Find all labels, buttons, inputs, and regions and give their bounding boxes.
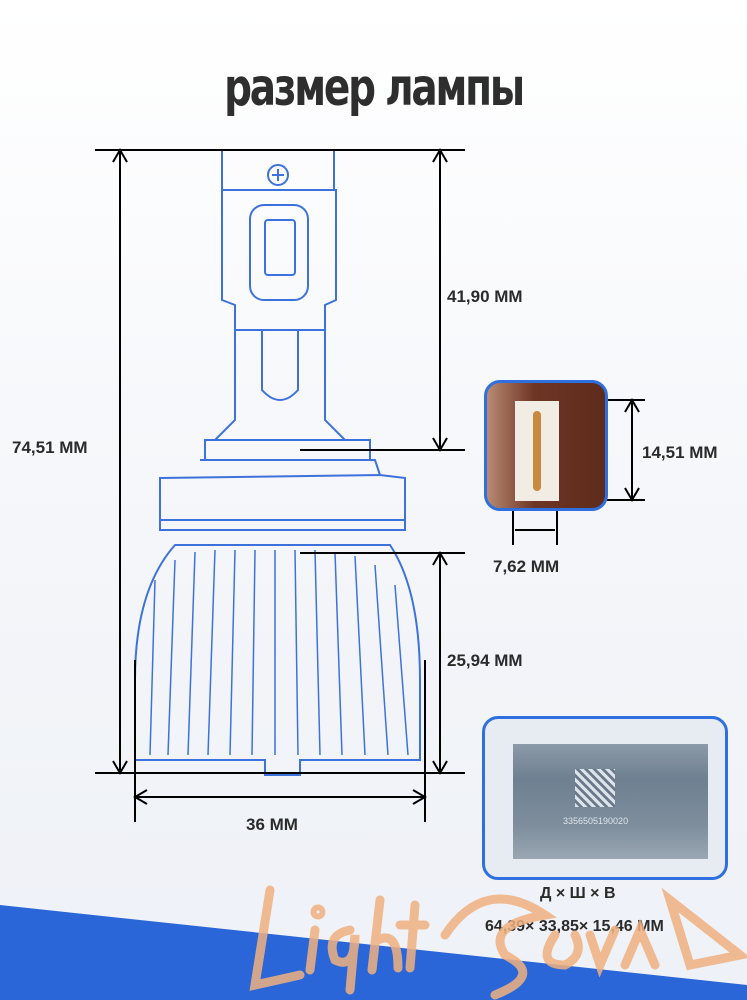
chip-photo: [484, 380, 608, 511]
qr-code-icon: [575, 769, 615, 807]
upper-height-label: 41,90 MM: [447, 287, 523, 306]
chip-width-label: 7,62 MM: [493, 557, 560, 576]
chip-height-label: 14,51 MM: [642, 443, 718, 462]
driver-photo: 3356505190020: [482, 716, 728, 880]
driver-dims-header: Д × Ш × В: [540, 885, 616, 902]
driver-dims-values: 64,39× 33,85× 15,46 MM: [485, 918, 664, 935]
page-title: размер лампы: [224, 58, 525, 118]
lower-height-label: 25,94 MM: [447, 651, 523, 670]
width-label: 36 MM: [246, 815, 298, 834]
total-height-label: 74,51 MM: [12, 438, 88, 457]
driver-serial: 3356505190020: [563, 816, 629, 826]
